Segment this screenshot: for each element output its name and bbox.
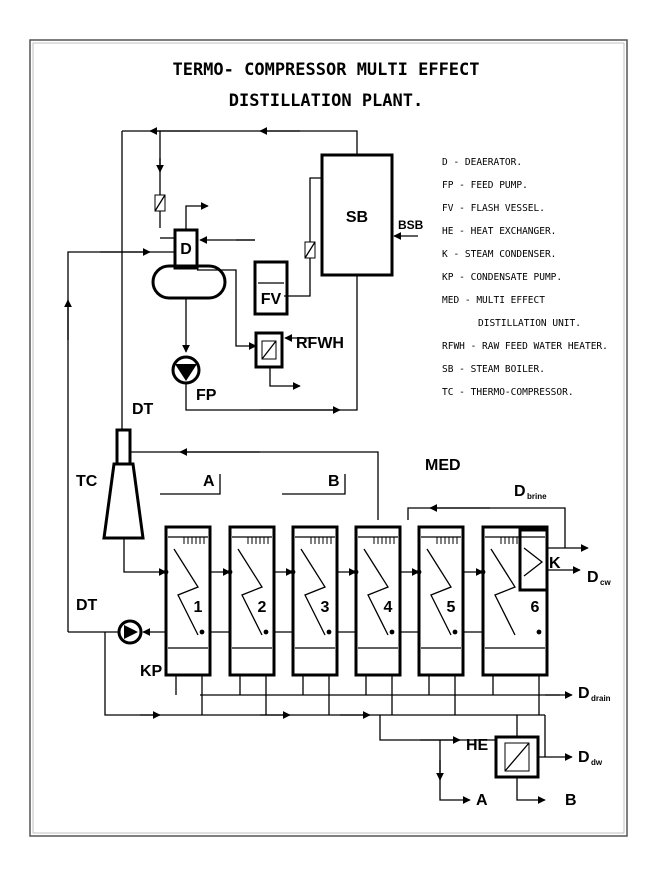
vapour-suction-line	[130, 451, 379, 520]
effect-3	[291, 525, 339, 677]
d-cw-label: D	[587, 569, 599, 586]
effect-2	[228, 525, 276, 677]
fp-label: FP	[196, 387, 217, 404]
effect-4	[354, 525, 402, 677]
distillate-header	[104, 632, 545, 716]
title-line-2: DISTILLATION PLANT.	[229, 91, 423, 111]
effect-number: 3	[321, 599, 330, 616]
tc-label: TC	[76, 473, 98, 490]
main-steam-header	[122, 130, 358, 155]
feed-b-top	[282, 474, 346, 495]
legend-item: D - DEAERATOR.	[442, 157, 522, 168]
thermo-compressor-nozzle	[115, 428, 132, 466]
raw-feed-water-heater	[254, 331, 284, 369]
flash-vessel	[253, 260, 289, 316]
pump-icon	[175, 364, 197, 381]
effect-number: 1	[194, 599, 203, 616]
deaerator-tank	[151, 264, 227, 300]
dt-label-top: DT	[132, 401, 154, 418]
steam-branch-fv	[284, 177, 322, 297]
sb-label: SB	[346, 209, 368, 226]
a-label-top: A	[203, 473, 215, 490]
legend-item: RFWH - RAW FEED WATER HEATER.	[442, 341, 608, 352]
effect-5	[417, 525, 465, 677]
legend-item: SB - STEAM BOILER.	[442, 364, 545, 375]
tc-to-effect-1	[123, 538, 167, 576]
rfwh-outlet	[269, 367, 301, 390]
effect-1	[164, 525, 212, 677]
effect-6	[481, 525, 549, 677]
pump-icon	[124, 625, 138, 639]
legend-item: MED - MULTI EFFECT	[442, 295, 545, 306]
effect-number: 2	[258, 599, 267, 616]
b-label-top: B	[328, 473, 340, 490]
k-label: K	[549, 555, 561, 572]
tube-bundle-icon	[237, 548, 263, 636]
d-dw-sub: dw	[591, 758, 603, 767]
effect-number: 4	[384, 599, 393, 616]
tube-bundle-icon	[300, 548, 326, 636]
b-label-bottom: B	[565, 792, 577, 809]
d-drain-label: D	[578, 685, 590, 702]
effect-number: 6	[531, 599, 540, 616]
d-dw-label: D	[578, 749, 590, 766]
steam-condenser	[518, 528, 549, 592]
d-brine-sub: brine	[527, 492, 547, 501]
tube-bundle-icon	[426, 548, 452, 636]
legend: D - DEAERATOR. FP - FEED PUMP. FV - FLAS…	[442, 157, 608, 398]
d-cw-sub: cw	[600, 578, 611, 587]
effect-number: 5	[447, 599, 456, 616]
legend-item: HE - HEAT EXCHANGER.	[442, 226, 556, 237]
page-frame-inner	[32, 42, 625, 834]
a-label-bottom: A	[476, 792, 488, 809]
he-label: HE	[466, 737, 489, 754]
med-effects: 1 2 3 4 5 6	[163, 525, 549, 715]
legend-item: FV - FLASH VESSEL.	[442, 203, 545, 214]
tube-bundle-icon	[173, 548, 199, 636]
d-label: D	[180, 241, 192, 258]
d-drain-sub: drain	[591, 694, 611, 703]
deaerator-vent	[185, 202, 209, 230]
d-brine-label: D	[514, 483, 526, 500]
legend-item: TC - THERMO-COMPRESSOR.	[442, 387, 574, 398]
legend-item: KP - CONDENSATE PUMP.	[442, 272, 562, 283]
dt-label-left: DT	[76, 597, 98, 614]
legend-item: K - STEAM CONDENSER.	[442, 249, 556, 260]
rfwh-label: RFWH	[296, 335, 344, 352]
legend-item: FP - FEED PUMP.	[442, 180, 528, 191]
thermo-compressor	[102, 462, 145, 540]
tube-bundle-icon	[363, 548, 389, 636]
title-line-1: TERMO- COMPRESSOR MULTI EFFECT	[172, 60, 479, 80]
bsb-label: BSB	[398, 218, 424, 232]
legend-item: DISTILLATION UNIT.	[478, 318, 581, 329]
tube-bundle-icon	[490, 548, 516, 636]
page-frame	[29, 39, 628, 837]
to-b-bottom	[516, 777, 546, 804]
feed-a-top	[160, 474, 221, 495]
rfwh-line	[197, 269, 257, 350]
fv-label: FV	[261, 291, 282, 308]
kp-label: KP	[140, 663, 163, 680]
med-label: MED	[425, 457, 461, 474]
